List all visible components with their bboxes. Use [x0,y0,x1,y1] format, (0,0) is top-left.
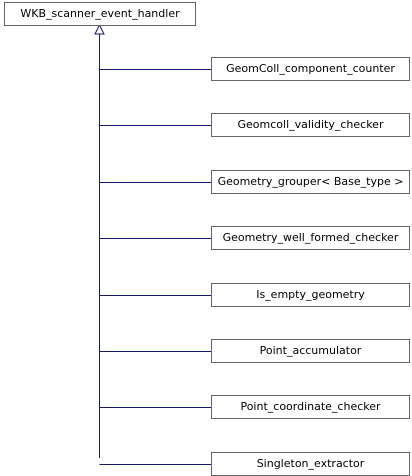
base-class-node[interactable]: WKB_scanner_event_handler [4,2,196,26]
derived-class-node[interactable]: Geometry_grouper< Base_type > [211,170,410,194]
derived-class-node[interactable]: Geometry_well_formed_checker [211,226,410,250]
derived-class-node[interactable]: Singleton_extractor [211,452,410,476]
derived-class-node[interactable]: GeomColl_component_counter [211,57,410,81]
derived-class-node[interactable]: Point_accumulator [211,339,410,363]
derived-class-node[interactable]: Geomcoll_validity_checker [211,113,410,137]
inheritance-arrowhead [94,23,105,35]
derived-class-node[interactable]: Point_coordinate_checker [211,395,410,419]
derived-class-node[interactable]: Is_empty_geometry [211,283,410,307]
